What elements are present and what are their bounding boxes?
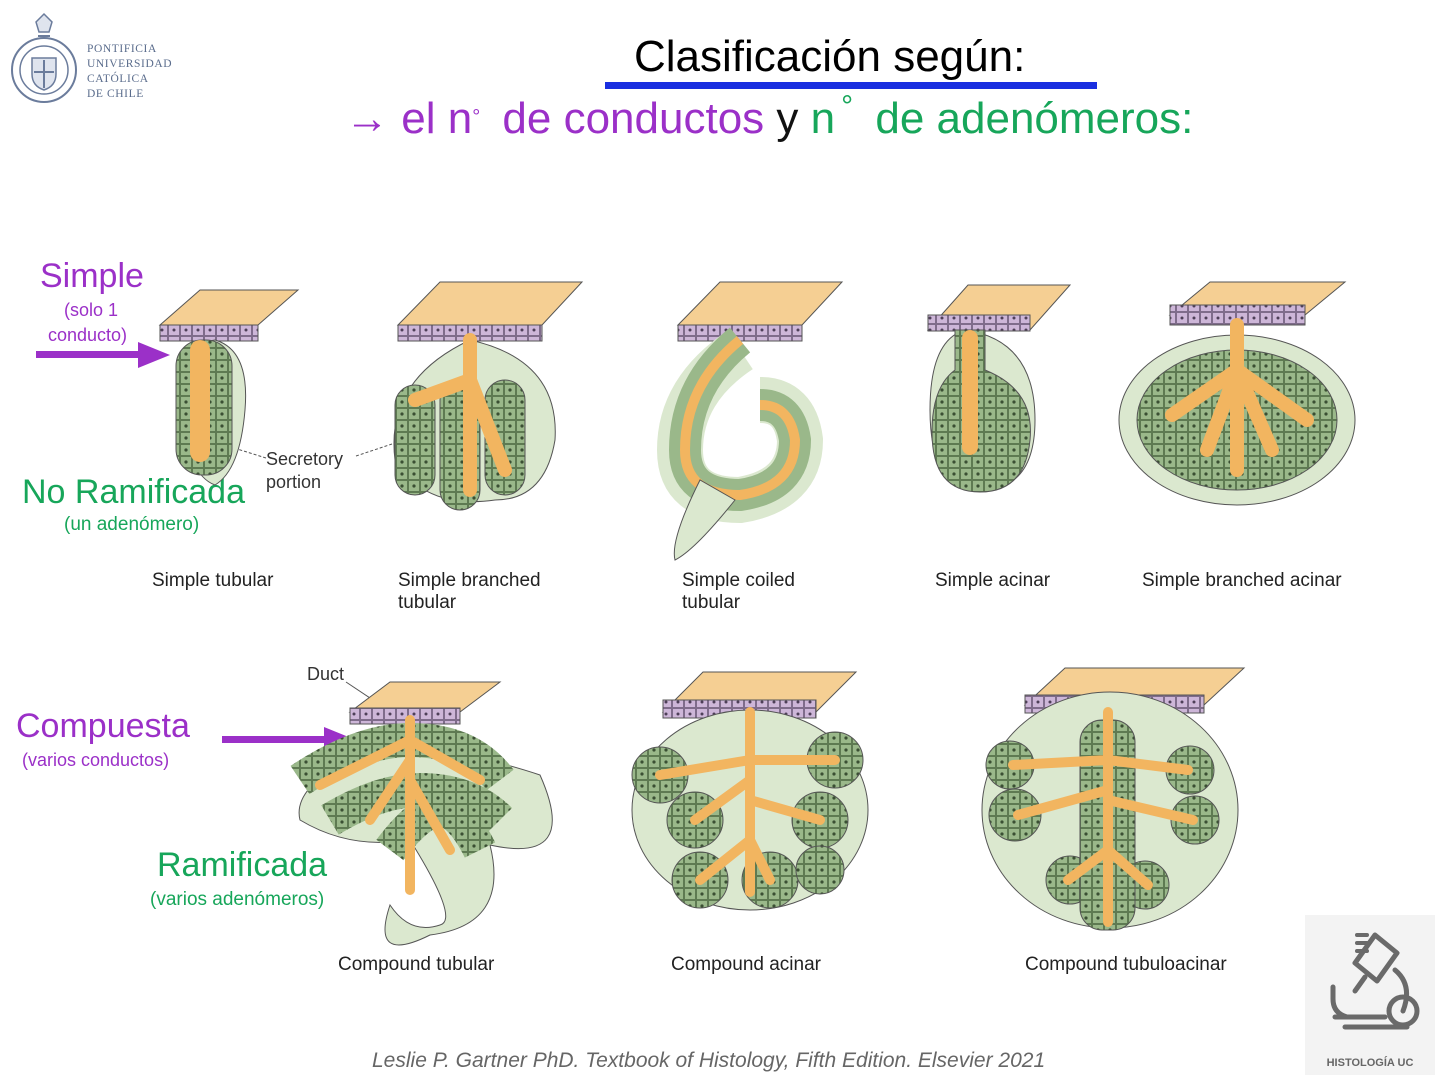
gland-compound-tubuloacinar (981, 667, 1246, 931)
page-title: Clasificación según: (634, 32, 1026, 81)
logo-line: UNIVERSIDAD (87, 58, 173, 70)
caption-line: Simple branched acinar (1142, 570, 1342, 591)
citation: Leslie P. Gartner PhD. Textbook of Histo… (372, 1049, 1046, 1072)
secretory-label-line: Secretory (266, 449, 344, 469)
caption-simple-tubular: Simple tubular (152, 570, 273, 592)
gland-simple-tubular (158, 289, 300, 486)
label-no-ramificada-note: (un adenómero) (64, 514, 200, 535)
arrow-right-icon (36, 342, 170, 368)
microscope-icon (1330, 932, 1420, 1030)
caption-line: Compound tubuloacinar (1025, 954, 1227, 975)
secretory-label-line: portion (266, 472, 322, 492)
subtitle-part: de adenómeros: (875, 94, 1194, 143)
caption-simple-branched-tubular: Simple branched tubular (398, 570, 541, 614)
logo-line: PONTIFICIA (87, 43, 157, 55)
university-seal-icon (11, 12, 77, 103)
histologia-badge: HISTOLOGÍA UC (1305, 915, 1435, 1075)
label-compuesta-note: (varios conductos) (22, 750, 170, 770)
caption-line: Simple branched (398, 570, 541, 591)
gland-simple-coiled-tubular (656, 281, 844, 561)
caption-line: tubular (682, 592, 741, 613)
title-underline (605, 82, 1097, 89)
university-name: PONTIFICIA UNIVERSIDAD CATÓLICA DE CHILE (87, 42, 172, 102)
secretory-pointer-lines (233, 443, 393, 459)
caption-compound-tubular: Compound tubular (338, 954, 494, 976)
label-simple: Simple (40, 257, 144, 295)
caption-line: Compound tubular (338, 954, 495, 975)
caption-line: Simple tubular (152, 570, 274, 591)
subtitle-part: n (810, 94, 836, 143)
subtitle-part: de conductos (502, 94, 765, 143)
logo-line: DE CHILE (87, 88, 144, 100)
subtitle: → el n° de conductos y n° de adenómeros: (345, 90, 1194, 144)
caption-line: Simple acinar (935, 570, 1051, 591)
label-simple-note: (solo 1 (64, 300, 119, 320)
label-simple-note: conducto) (48, 325, 128, 345)
subtitle-part: el n (401, 94, 473, 143)
caption-line: Simple coiled (682, 570, 795, 591)
caption-line: Compound acinar (671, 954, 821, 975)
gland-compound-tubular (290, 681, 553, 946)
logo-line: CATÓLICA (87, 73, 149, 85)
arrow-right-icon: → (345, 94, 389, 143)
degree-sign: ° (472, 106, 481, 128)
label-ramificada-note: (varios adenómeros) (150, 889, 325, 910)
caption-compound-tubuloacinar: Compound tubuloacinar (1025, 954, 1227, 976)
caption-line: tubular (398, 592, 457, 613)
gland-simple-branched-acinar (1118, 281, 1356, 506)
gland-simple-branched-tubular (393, 281, 584, 511)
caption-compound-acinar: Compound acinar (671, 954, 821, 976)
badge-label: HISTOLOGÍA UC (1326, 1057, 1414, 1069)
caption-simple-coiled-tubular: Simple coiled tubular (682, 570, 795, 614)
caption-simple-branched-acinar: Simple branched acinar (1142, 570, 1342, 592)
gland-compound-acinar (631, 671, 869, 911)
subtitle-part: y (776, 94, 799, 143)
caption-simple-acinar: Simple acinar (935, 570, 1050, 592)
degree-sign: ° (841, 90, 854, 123)
secretory-portion-label: Secretory portion (266, 448, 343, 494)
gland-simple-acinar (926, 284, 1072, 493)
label-compuesta: Compuesta (16, 707, 190, 745)
label-ramificada: Ramificada (157, 846, 328, 884)
duct-label: Duct (307, 664, 345, 684)
